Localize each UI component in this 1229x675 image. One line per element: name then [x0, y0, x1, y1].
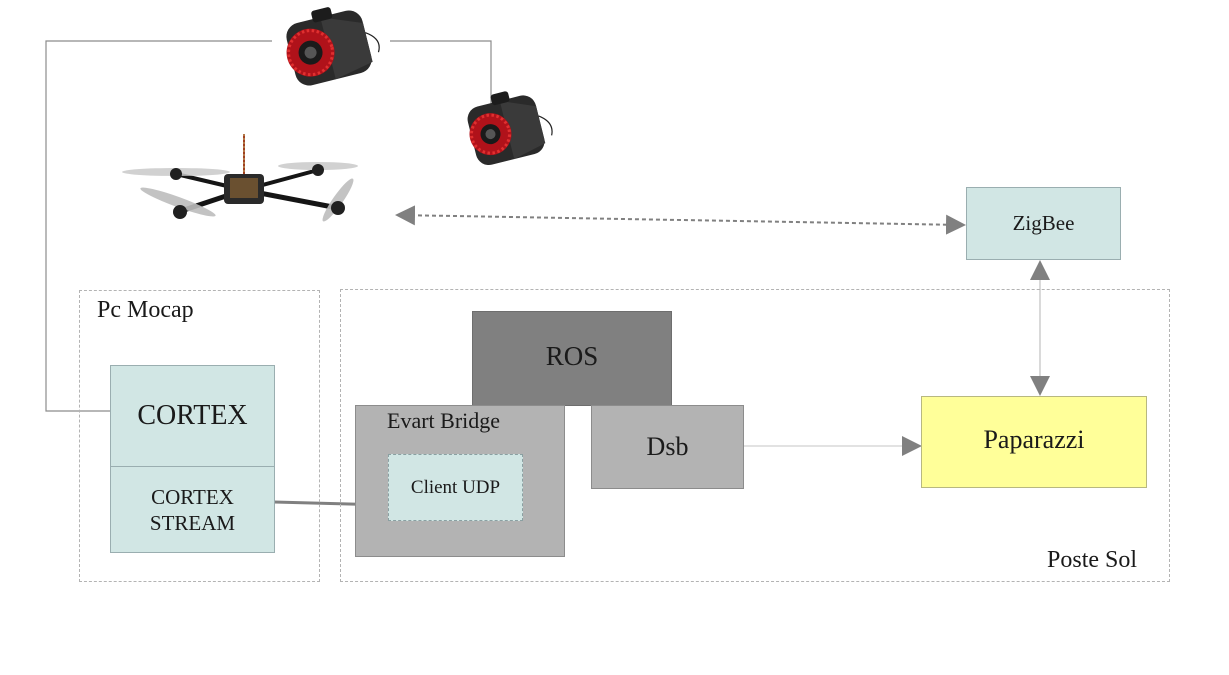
ros-label: ROS — [545, 341, 599, 371]
cortex-label: CORTEX — [137, 400, 248, 431]
poste-sol-group — [340, 289, 1170, 582]
client-udp-label: Client UDP — [410, 476, 501, 498]
poste-sol-label: Poste Sol — [1047, 547, 1138, 573]
zigbee-box: ZigBee — [966, 187, 1121, 260]
ros-box: ROS — [472, 311, 672, 406]
radio-link-arrow — [395, 205, 966, 235]
evart-bridge-label: Evart Bridge — [387, 408, 501, 433]
client-udp-box: Client UDP — [388, 454, 523, 521]
zigbee-label: ZigBee — [1012, 211, 1075, 235]
pc-mocap-label: Pc Mocap — [97, 297, 194, 323]
quadcopter-drone-icon — [118, 130, 360, 230]
cortex-stream-label: CORTEX STREAM — [149, 484, 236, 535]
pc-mocap-group — [79, 290, 320, 582]
dsb-label: Dsb — [646, 432, 689, 461]
paparazzi-label: Paparazzi — [983, 425, 1085, 454]
mocap-camera-icon — [268, 2, 390, 94]
cortex-box: CORTEX — [110, 365, 275, 467]
cortex-stream-box: CORTEX STREAM — [110, 466, 275, 553]
paparazzi-box: Paparazzi — [921, 396, 1147, 488]
dsb-box: Dsb — [591, 405, 744, 489]
mocap-camera-icon — [455, 86, 559, 174]
